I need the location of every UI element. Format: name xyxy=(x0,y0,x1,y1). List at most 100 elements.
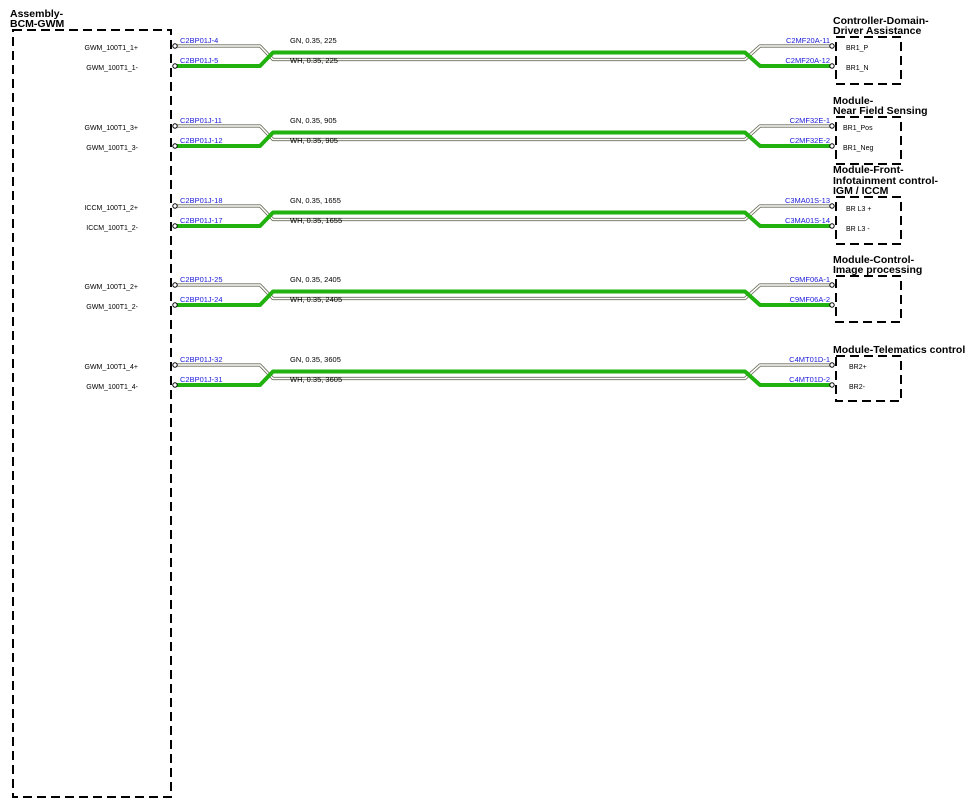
wire-conductor-outline-core xyxy=(175,284,832,300)
left-module-title-line-1: Assembly- xyxy=(10,8,64,20)
left-pin-label: GWM_100T1_3- xyxy=(86,145,138,152)
right-module-title-line: Infotainment control- xyxy=(833,175,938,187)
right-connector-label: C2MF20A-11 xyxy=(786,36,830,45)
terminal-dot xyxy=(829,43,835,49)
terminal-dot xyxy=(172,302,178,308)
terminal-dot xyxy=(172,382,178,388)
wire-spec-label: GN, 0.35, 1655 xyxy=(290,196,341,205)
twisted-pair xyxy=(172,282,835,308)
terminal-dot xyxy=(829,382,835,388)
wire-spec-label: WH, 0.35, 3605 xyxy=(290,375,342,384)
right-module-box xyxy=(835,275,902,323)
left-module-title-line-2: BCM-GWM xyxy=(10,18,64,30)
terminal-dot xyxy=(829,362,835,368)
wire-layer xyxy=(172,43,835,388)
left-pin-label: GWM_100T1_4+ xyxy=(85,364,139,371)
right-module-title-line: Module-Control- xyxy=(833,254,915,266)
terminal-dot xyxy=(172,43,178,49)
terminal-dot xyxy=(829,123,835,129)
wire-spec-label: GN, 0.35, 225 xyxy=(290,36,337,45)
wire-spec-label: WH, 0.35, 1655 xyxy=(290,216,342,225)
terminal-dot xyxy=(829,302,835,308)
terminal-dot xyxy=(829,223,835,229)
right-connector-label: C4MT01D-2 xyxy=(789,375,830,384)
right-module-title-line: Controller-Domain- xyxy=(833,15,929,27)
left-pin-label: GWM_100T1_3+ xyxy=(85,125,139,132)
wire-spec-label: WH, 0.35, 905 xyxy=(290,136,338,145)
terminal-dot xyxy=(172,223,178,229)
right-modules: Controller-Domain- Driver Assistance BR1… xyxy=(833,15,965,402)
wire-labels: C2BP01J-4 GN, 0.35, 225 C2MF20A-11 C2BP0… xyxy=(180,36,830,384)
right-connector-label: C2MF32E-1 xyxy=(790,116,830,125)
right-module-box xyxy=(835,36,902,85)
right-pin-label: BR1_Neg xyxy=(843,145,873,152)
terminal-dot xyxy=(829,203,835,209)
left-connector-label: C2BP01J-4 xyxy=(180,36,218,45)
right-pin-label: BR2+ xyxy=(849,364,867,371)
right-pin-label: BR L3 + xyxy=(846,206,872,213)
left-pin-label: GWM_100T1_1+ xyxy=(85,45,139,52)
right-connector-label: C4MT01D-1 xyxy=(789,355,830,364)
left-connector-label: C2BP01J-32 xyxy=(180,355,223,364)
terminal-dot xyxy=(172,362,178,368)
terminal-dot xyxy=(172,282,178,288)
terminal-dot xyxy=(172,143,178,149)
right-pin-label: BR1_N xyxy=(846,65,869,72)
wire-spec-label: GN, 0.35, 905 xyxy=(290,116,337,125)
right-connector-label: C3MA01S-13 xyxy=(785,196,830,205)
left-connector-label: C2BP01J-5 xyxy=(180,56,218,65)
left-module-box xyxy=(12,29,172,798)
left-connector-label: C2BP01J-31 xyxy=(180,375,223,384)
right-pin-label: BR2- xyxy=(849,384,866,391)
right-module-title-line: Driver Assistance xyxy=(833,25,921,37)
right-module-box xyxy=(835,355,902,402)
left-module: Assembly- BCM-GWM GWM_100T1_1+ GWM_100T1… xyxy=(10,8,172,798)
terminal-dot xyxy=(829,143,835,149)
terminal-dot xyxy=(172,123,178,129)
terminal-dot xyxy=(172,63,178,69)
wire-conductor-highlight xyxy=(175,130,832,148)
wire-conductor-highlight xyxy=(175,369,832,387)
twisted-pair xyxy=(172,43,835,69)
wire-conductor-highlight xyxy=(175,50,832,68)
right-module-title-line: Image processing xyxy=(833,264,922,276)
wire-conductor-outline-core xyxy=(175,364,832,380)
right-module-title-line: Module- xyxy=(833,95,874,107)
right-pin-label: BR1_P xyxy=(846,45,869,52)
wire-spec-label: WH, 0.35, 225 xyxy=(290,56,338,65)
twisted-pair xyxy=(172,203,835,229)
left-connector-label: C2BP01J-17 xyxy=(180,216,223,225)
left-connector-label: C2BP01J-25 xyxy=(180,275,223,284)
terminal-dot xyxy=(829,282,835,288)
left-pin-label: ICCM_100T1_2- xyxy=(86,225,138,232)
terminal-dot xyxy=(172,203,178,209)
wire-spec-label: GN, 0.35, 2405 xyxy=(290,275,341,284)
left-pin-label: GWM_100T1_2- xyxy=(86,304,138,311)
left-pin-label: ICCM_100T1_2+ xyxy=(84,205,138,212)
twisted-pair xyxy=(172,123,835,149)
right-module-title-line: Near Field Sensing xyxy=(833,105,928,117)
left-connector-label: C2BP01J-18 xyxy=(180,196,223,205)
wire-conductor-highlight xyxy=(175,289,832,307)
right-module-box xyxy=(835,116,902,165)
right-connector-label: C3MA01S-14 xyxy=(785,216,830,225)
left-connector-label: C2BP01J-11 xyxy=(180,116,222,125)
right-connector-label: C2MF32E-2 xyxy=(790,136,830,145)
right-module-box xyxy=(835,196,902,245)
wire-spec-label: WH, 0.35, 2405 xyxy=(290,295,342,304)
right-connector-label: C9MF06A-2 xyxy=(790,295,830,304)
right-connector-label: C9MF06A-1 xyxy=(790,275,830,284)
twisted-pair xyxy=(172,362,835,388)
right-module-title-line: IGM / ICCM xyxy=(833,185,889,197)
right-module-title-line: Module-Front- xyxy=(833,164,904,176)
wire-spec-label: GN, 0.35, 3605 xyxy=(290,355,341,364)
left-connector-label: C2BP01J-24 xyxy=(180,295,223,304)
left-pin-label: GWM_100T1_1- xyxy=(86,65,138,72)
left-connector-label: C2BP01J-12 xyxy=(180,136,223,145)
wire-conductor-outline-core xyxy=(175,45,832,61)
terminal-dot xyxy=(829,63,835,69)
right-connector-label: C2MF20A-12 xyxy=(785,56,830,65)
right-module-title-line: Module-Telematics control xyxy=(833,344,965,356)
left-pin-label: GWM_100T1_4- xyxy=(86,384,138,391)
